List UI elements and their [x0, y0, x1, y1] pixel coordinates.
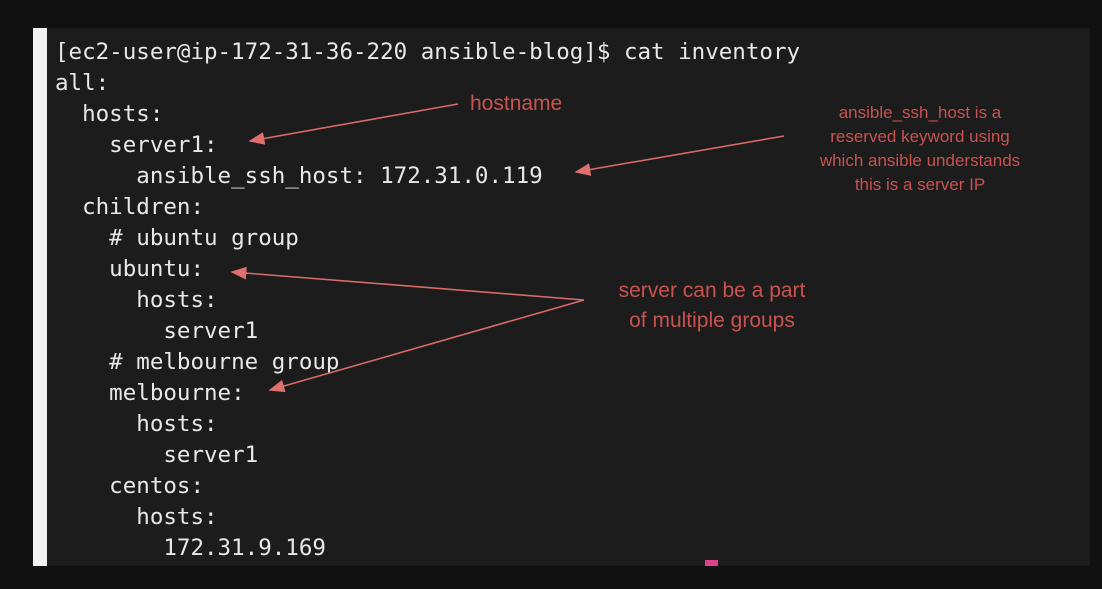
terminal-line: ansible_ssh_host: 172.31.0.119	[55, 163, 543, 189]
annotation-groups: server can be a part of multiple groups	[592, 276, 832, 336]
terminal-left-border	[33, 28, 47, 566]
terminal-line: # ubuntu group	[55, 225, 299, 251]
terminal-line: all:	[55, 70, 110, 96]
annotation-line: reserved keyword using	[830, 127, 1010, 146]
terminal-line: hosts:	[55, 504, 218, 530]
terminal-line: hosts:	[55, 411, 218, 437]
terminal-cursor	[705, 560, 718, 566]
terminal-line: # melbourne group	[55, 349, 340, 375]
annotation-line: ansible_ssh_host is a	[838, 103, 1002, 122]
terminal-line: 172.31.9.169	[55, 535, 326, 561]
terminal-window: [ec2-user@ip-172-31-36-220 ansible-blog]…	[33, 28, 1090, 566]
annotation-line: server can be a part	[618, 279, 806, 302]
terminal-line: centos:	[55, 473, 205, 499]
terminal-line: hosts:	[55, 101, 164, 127]
annotation-line: of multiple groups	[629, 309, 795, 332]
annotation-hostname: hostname	[470, 92, 563, 115]
terminal-line: server1:	[55, 132, 218, 158]
terminal-line: ubuntu:	[55, 256, 205, 282]
arrow-ubuntu	[230, 266, 585, 301]
terminal-line: children:	[55, 194, 205, 220]
terminal-line: [ec2-user@ip-172-31-36-220 ansible-blog]…	[55, 39, 801, 65]
arrow-melbourne	[268, 299, 585, 393]
terminal-line: server1	[55, 442, 259, 468]
annotation-ssh-host: ansible_ssh_host is a reserved keyword u…	[790, 101, 1050, 197]
terminal-line: melbourne:	[55, 380, 245, 406]
terminal-line: server1	[55, 318, 259, 344]
terminal-output: [ec2-user@ip-172-31-36-220 ansible-blog]…	[55, 37, 800, 564]
annotation-line: which ansible understands	[819, 151, 1021, 170]
annotation-line: this is a server IP	[854, 175, 986, 194]
arrow-ssh-host	[574, 135, 785, 176]
terminal-line: hosts:	[55, 287, 218, 313]
arrow-hostname	[248, 103, 459, 145]
